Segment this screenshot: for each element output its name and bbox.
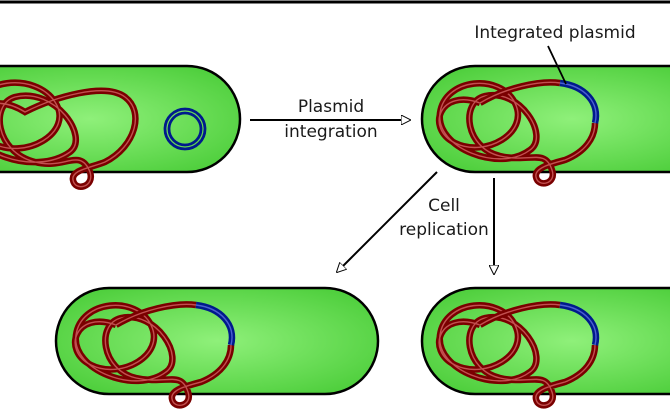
cell-replication-label-line1: Cell [428, 196, 460, 216]
cell-with-integrated-plasmid [420, 64, 670, 183]
plasmid-integration-label-line2: integration [284, 122, 377, 142]
replication-arrow-left [337, 171, 438, 272]
plasmid-integration-label-line1: Plasmid [298, 97, 364, 117]
daughter-cell-right [420, 286, 670, 405]
cell-with-free-plasmid [0, 64, 242, 187]
integrated-plasmid-label: Integrated plasmid [474, 23, 635, 43]
free-plasmid-icon [163, 107, 207, 151]
cell-replication-label-line2: replication [399, 220, 489, 240]
daughter-cell-left [54, 286, 380, 405]
integrated-plasmid-pointer [547, 45, 567, 85]
